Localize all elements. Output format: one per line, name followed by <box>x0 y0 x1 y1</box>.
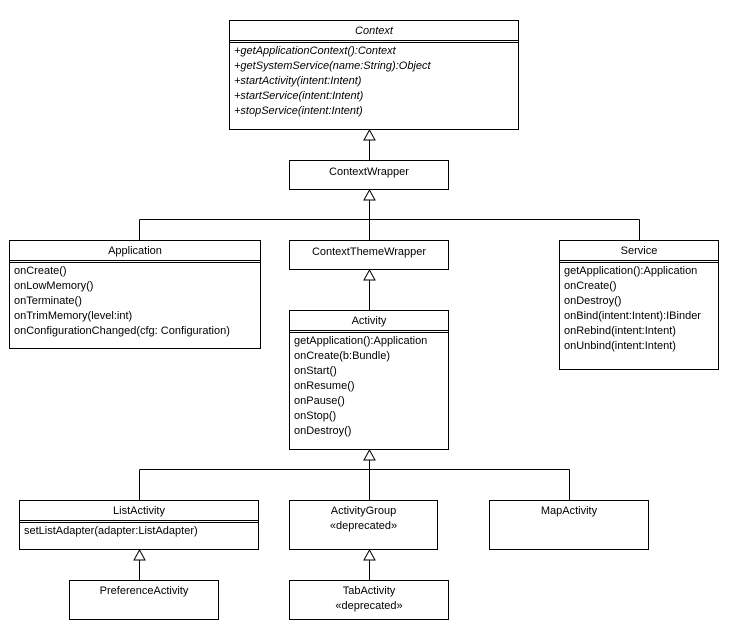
method: +startActivity(intent:Intent) <box>234 75 362 87</box>
arrowhead-contextthemewrapper <box>363 268 376 281</box>
class-application: Application onCreate() onLowMemory() onT… <box>9 240 261 349</box>
method: onResume() <box>294 380 355 392</box>
arrowhead-contextwrapper <box>363 188 376 201</box>
class-tab-activity: TabActivity «deprecated» <box>289 580 449 620</box>
method-list: getApplication():Application onCreate(b:… <box>294 334 446 439</box>
class-activity: Activity getApplication():Application on… <box>289 310 449 450</box>
class-service: Service getApplication():Application onC… <box>559 240 719 370</box>
method: onConfigurationChanged(cfg: Configuratio… <box>14 325 230 337</box>
class-name: Context <box>355 25 393 37</box>
method: onBind(intent:Intent):IBinder <box>564 310 701 322</box>
method: onDestroy() <box>564 295 622 307</box>
class-context: Context +getApplicationContext():Context… <box>229 20 519 130</box>
class-name: MapActivity <box>540 505 598 517</box>
divider <box>290 330 448 333</box>
class-name: Application <box>108 245 162 257</box>
method-list: getApplication():Application onCreate() … <box>564 264 716 354</box>
divider <box>10 260 260 263</box>
class-name: ListActivity <box>113 505 165 517</box>
divider <box>560 260 718 263</box>
method: onLowMemory() <box>14 280 94 292</box>
divider <box>20 520 258 523</box>
method: onStop() <box>294 410 337 422</box>
class-preference-activity: PreferenceActivity <box>69 580 219 620</box>
arrowhead-activitygroup <box>363 548 376 561</box>
class-name: TabActivity <box>342 585 396 597</box>
method: onRebind(intent:Intent) <box>564 325 676 337</box>
method-list: +getApplicationContext():Context +getSys… <box>234 44 516 119</box>
class-context-theme-wrapper: ContextThemeWrapper <box>289 240 449 270</box>
method-list: setListAdapter(adapter:ListAdapter) <box>24 524 256 539</box>
method: +stopService(intent:Intent) <box>234 105 363 117</box>
method: onCreate() <box>564 280 617 292</box>
class-name: Activity <box>351 315 387 327</box>
class-name: PreferenceActivity <box>99 585 189 597</box>
method: getApplication():Application <box>564 265 698 277</box>
method: setListAdapter(adapter:ListAdapter) <box>24 525 198 537</box>
class-name: ContextThemeWrapper <box>311 246 427 258</box>
stereotype-label: «deprecated» <box>335 600 403 612</box>
divider <box>230 40 518 43</box>
class-name: Service <box>620 245 658 257</box>
method: onUnbind(intent:Intent) <box>564 340 676 352</box>
method: onTrimMemory(level:int) <box>14 310 133 322</box>
class-list-activity: ListActivity setListAdapter(adapter:List… <box>19 500 259 550</box>
method-list: onCreate() onLowMemory() onTerminate() o… <box>14 264 258 339</box>
method: onCreate(b:Bundle) <box>294 350 391 362</box>
method: onPause() <box>294 395 345 407</box>
class-name: ActivityGroup <box>330 505 397 517</box>
arrowhead-listactivity <box>133 548 146 561</box>
class-map-activity: MapActivity <box>489 500 649 550</box>
class-activity-group: ActivityGroup «deprecated» <box>289 500 438 550</box>
class-context-wrapper: ContextWrapper <box>289 160 449 190</box>
method: +startService(intent:Intent) <box>234 90 364 102</box>
method: +getSystemService(name:String):Object <box>234 60 431 72</box>
arrowhead-activity <box>363 448 376 461</box>
method: onCreate() <box>14 265 67 277</box>
method: onTerminate() <box>14 295 82 307</box>
method: +getApplicationContext():Context <box>234 45 396 57</box>
stereotype-label: «deprecated» <box>329 520 398 532</box>
class-name: ContextWrapper <box>329 166 409 178</box>
method: getApplication():Application <box>294 335 428 347</box>
arrowhead-context <box>363 128 376 141</box>
method: onDestroy() <box>294 425 352 437</box>
method: onStart() <box>294 365 337 377</box>
